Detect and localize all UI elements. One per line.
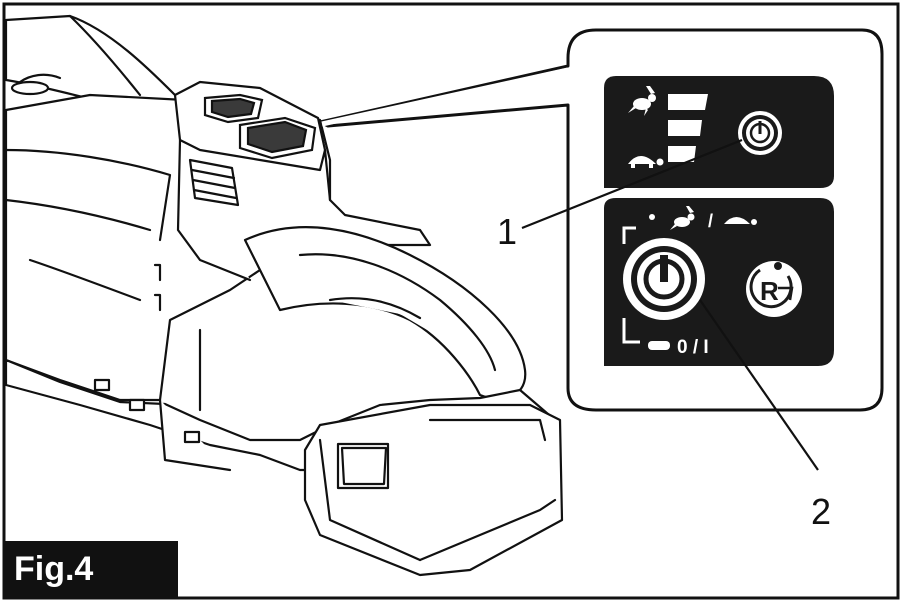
figure-label: Fig.4 [4, 541, 178, 597]
speed-level-bars-icon [668, 94, 708, 162]
control-panel: / R 0 / I [604, 198, 834, 366]
turtle-icon [628, 156, 664, 168]
led-bar-icon [648, 341, 670, 350]
rabbit-icon [628, 86, 656, 116]
rabbit-icon [670, 206, 695, 230]
power-button-icon [623, 238, 705, 320]
svg-text:/: / [708, 211, 713, 231]
reverse-button-icon: R [746, 261, 802, 317]
turtle-icon [724, 217, 757, 225]
speed-indicator-panel [604, 76, 834, 188]
leader-lines [521, 138, 819, 471]
callout-2: 2 [811, 491, 832, 532]
power-mode-label: 0 / I [677, 337, 709, 358]
top-switches [203, 93, 317, 160]
reverse-letter: R [760, 276, 779, 306]
power-indicator-icon [738, 111, 782, 155]
callout-1: 1 [497, 211, 518, 252]
